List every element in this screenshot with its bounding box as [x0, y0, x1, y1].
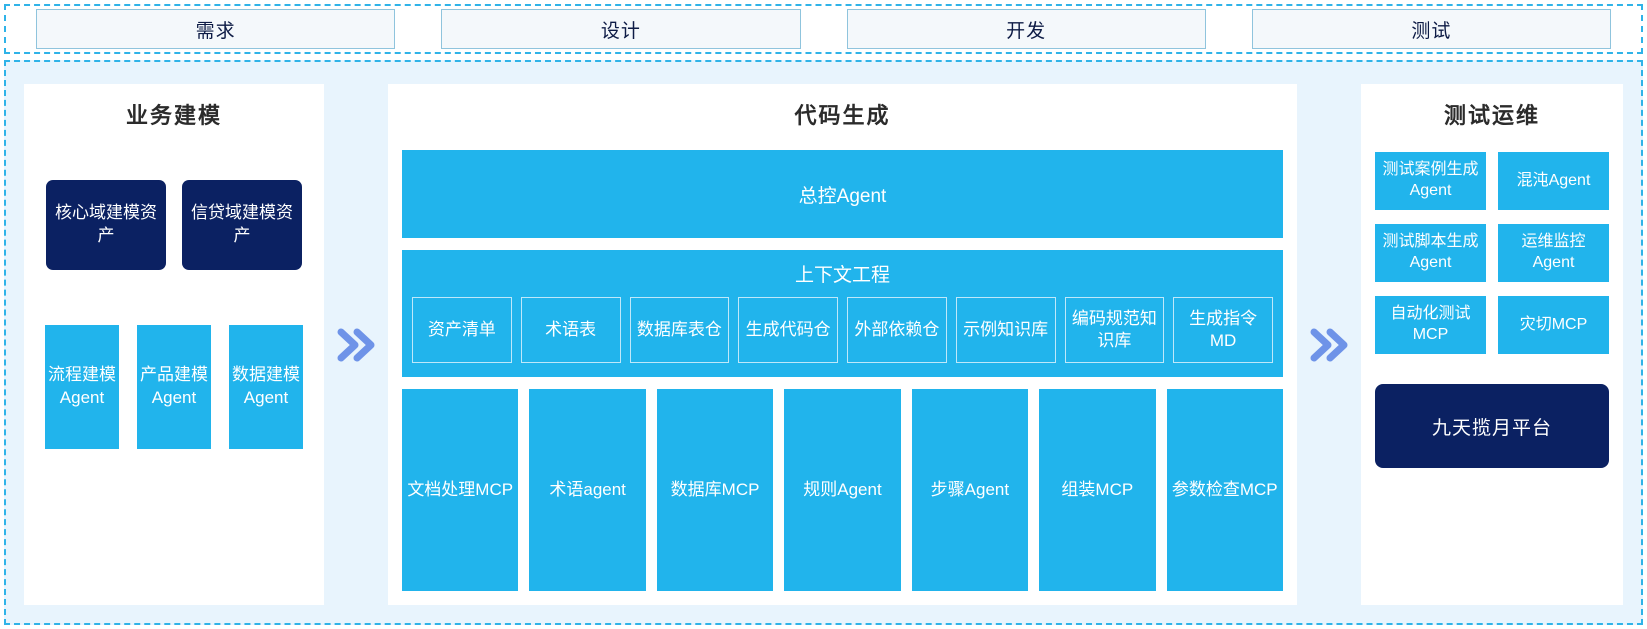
phase-box-requirement[interactable]: 需求 [36, 9, 396, 49]
business-agent-row: 流程建模Agent 产品建模Agent 数据建模Agent [38, 325, 310, 449]
card-test-script-generation-agent[interactable]: 测试脚本生成Agent [1375, 224, 1486, 282]
context-engineering-block: 上下文工程 资产清单 术语表 数据库表仓 生成代码仓 外部依赖仓 示例知识库 编… [402, 250, 1283, 377]
card-automated-test-mcp[interactable]: 自动化测试MCP [1375, 296, 1486, 354]
panel-test-operations: 测试运维 测试案例生成Agent 混沌Agent 测试脚本生成Agent 运维监… [1361, 84, 1623, 605]
card-label: 测试案例生成Agent [1382, 161, 1479, 199]
double-chevron-right-icon [337, 328, 375, 361]
panel-title-test-operations: 测试运维 [1443, 103, 1540, 128]
agent-label: 数据建模Agent [232, 365, 300, 407]
phase-label: 测试 [1411, 20, 1452, 42]
master-agent-bar[interactable]: 总控Agent [402, 150, 1283, 238]
card-label: 自动化测试MCP [1390, 305, 1471, 343]
tool-card-row: 文档处理MCP 术语agent 数据库MCP 规则Agent 步骤Agent 组… [402, 389, 1283, 591]
tool-card-step-agent[interactable]: 步骤Agent [911, 389, 1029, 591]
card-label: 混沌Agent [1516, 171, 1591, 189]
context-chip-glossary[interactable]: 术语表 [520, 297, 621, 363]
master-agent-label: 总控Agent [798, 185, 887, 207]
context-chip-example-knowledge-base[interactable]: 示例知识库 [955, 297, 1056, 363]
tool-label: 术语agent [549, 479, 626, 499]
code-generation-stack: 总控Agent 上下文工程 资产清单 术语表 数据库表仓 生成代码仓 外部依赖仓… [402, 150, 1283, 591]
context-chip-row: 资产清单 术语表 数据库表仓 生成代码仓 外部依赖仓 示例知识库 编码规范知识库… [412, 297, 1273, 363]
card-test-case-generation-agent[interactable]: 测试案例生成Agent [1375, 152, 1486, 210]
chip-label: 资产清单 [427, 319, 496, 339]
chip-label: 生成代码仓 [745, 319, 831, 339]
tool-label: 步骤Agent [930, 479, 1010, 499]
main-diagram-area: 业务建模 核心域建模资产 信贷域建模资产 流程建模Agent 产品建模Agent… [4, 60, 1643, 625]
tool-label: 文档处理MCP [407, 479, 514, 499]
agent-label: 产品建模Agent [140, 365, 208, 407]
asset-card-credit-domain[interactable]: 信贷域建模资产 [182, 180, 302, 270]
card-label: 灾切MCP [1519, 315, 1588, 333]
asset-card-core-domain[interactable]: 核心域建模资产 [46, 180, 166, 270]
chip-label: 术语表 [545, 319, 597, 339]
tool-card-rule-agent[interactable]: 规则Agent [784, 389, 901, 591]
tool-label: 组装MCP [1061, 479, 1134, 499]
agent-label: 流程建模Agent [48, 365, 116, 407]
context-chip-db-table-repo[interactable]: 数据库表仓 [629, 297, 730, 363]
platform-label: 九天揽月平台 [1431, 417, 1552, 439]
double-chevron-right-icon [1310, 328, 1348, 361]
platform-card-jiutian[interactable]: 九天揽月平台 [1375, 384, 1609, 468]
chip-label: 外部依赖仓 [854, 319, 940, 339]
tool-card-assembly-mcp[interactable]: 组装MCP [1039, 389, 1156, 591]
agent-card-process-modeling[interactable]: 流程建模Agent [45, 325, 119, 449]
context-chip-external-dependency-repo[interactable]: 外部依赖仓 [847, 297, 947, 363]
context-chip-asset-inventory[interactable]: 资产清单 [412, 297, 512, 363]
panel-business-modeling: 业务建模 核心域建模资产 信贷域建模资产 流程建模Agent 产品建模Agent… [24, 84, 324, 605]
chip-label: 数据库表仓 [636, 319, 722, 339]
phase-box-development[interactable]: 开发 [846, 9, 1206, 49]
panel-code-generation: 代码生成 总控Agent 上下文工程 资产清单 术语表 数据库表仓 生成代码仓 … [388, 84, 1297, 605]
phase-strip: 需求 设计 开发 测试 [4, 4, 1643, 54]
chip-label: 生成指令MD [1189, 308, 1258, 350]
agent-card-data-modeling[interactable]: 数据建模Agent [229, 325, 303, 449]
context-chip-generated-code-repo[interactable]: 生成代码仓 [738, 297, 838, 363]
asset-label: 信贷域建模资产 [191, 203, 293, 245]
tool-card-parameter-check-mcp[interactable]: 参数检查MCP [1166, 389, 1283, 591]
tool-card-database-mcp[interactable]: 数据库MCP [656, 389, 774, 591]
asset-label: 核心域建模资产 [55, 203, 157, 245]
business-asset-row: 核心域建模资产 信贷域建模资产 [38, 180, 310, 270]
chip-label: 编码规范知识库 [1071, 308, 1157, 350]
card-label: 运维监控Agent [1521, 233, 1586, 271]
flow-arrow-left [324, 84, 388, 605]
context-chip-generation-instruction-md[interactable]: 生成指令MD [1173, 297, 1273, 363]
card-chaos-agent[interactable]: 混沌Agent [1498, 152, 1609, 210]
context-engineering-title: 上下文工程 [794, 265, 890, 286]
agent-card-product-modeling[interactable]: 产品建模Agent [137, 325, 211, 449]
phase-box-testing[interactable]: 测试 [1251, 9, 1611, 49]
card-ops-monitoring-agent[interactable]: 运维监控Agent [1498, 224, 1609, 282]
phase-label: 需求 [195, 20, 236, 42]
chip-label: 示例知识库 [963, 319, 1049, 339]
tool-label: 数据库MCP [670, 479, 760, 499]
card-label: 测试脚本生成Agent [1382, 233, 1479, 271]
panel-title-code-generation: 代码生成 [794, 103, 891, 128]
context-chip-coding-standard-kb[interactable]: 编码规范知识库 [1064, 297, 1165, 363]
tool-card-document-processing-mcp[interactable]: 文档处理MCP [402, 389, 519, 591]
flow-arrow-right [1297, 84, 1361, 605]
tool-card-glossary-agent[interactable]: 术语agent [529, 389, 646, 591]
test-ops-card-grid: 测试案例生成Agent 混沌Agent 测试脚本生成Agent 运维监控Agen… [1375, 152, 1609, 354]
phase-label: 开发 [1006, 20, 1047, 42]
phase-label: 设计 [600, 20, 641, 42]
tool-label: 参数检查MCP [1171, 479, 1278, 499]
phase-box-design[interactable]: 设计 [441, 9, 801, 49]
tool-label: 规则Agent [803, 479, 882, 499]
card-disaster-switch-mcp[interactable]: 灾切MCP [1498, 296, 1609, 354]
panel-title-business-modeling: 业务建模 [125, 103, 222, 128]
